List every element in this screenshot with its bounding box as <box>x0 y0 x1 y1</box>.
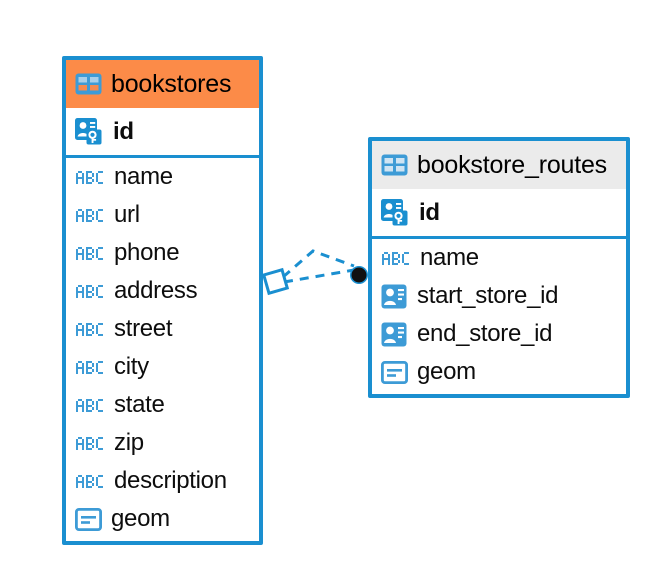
field-name-state: state <box>114 391 165 418</box>
foreign-key-icon <box>381 284 408 309</box>
circle-endpoint-marker-icon <box>350 266 368 284</box>
field-row[interactable]: geom <box>372 353 626 391</box>
field-list-bookstores: name url p <box>66 158 259 538</box>
foreign-key-icon <box>381 322 408 347</box>
abc-icon <box>75 392 105 418</box>
field-row[interactable]: phone <box>66 234 259 272</box>
primary-key-icon <box>75 118 104 145</box>
field-name-start-store-id: start_store_id <box>417 282 559 309</box>
field-name-phone: phone <box>114 239 180 266</box>
field-name-geom: geom <box>417 358 476 385</box>
field-name-zip: zip <box>114 429 144 456</box>
abc-icon <box>75 202 105 228</box>
diamond-marker-icon <box>261 267 290 296</box>
geometry-icon <box>75 507 102 531</box>
field-name-url: url <box>114 201 140 228</box>
abc-icon <box>75 468 105 494</box>
field-name-name: name <box>420 244 479 271</box>
field-row[interactable]: start_store_id <box>372 277 626 315</box>
field-row-primary-key[interactable]: id <box>66 108 259 155</box>
field-row[interactable]: zip <box>66 424 259 462</box>
field-name-city: city <box>114 353 149 380</box>
field-name-id: id <box>113 117 134 145</box>
abc-icon <box>75 316 105 342</box>
field-name-address: address <box>114 277 198 304</box>
relationship-line-start-store <box>283 268 355 284</box>
primary-key-divider <box>372 236 626 239</box>
abc-icon <box>75 354 105 380</box>
field-row[interactable]: name <box>372 239 626 277</box>
abc-icon <box>75 240 105 266</box>
field-name-geom: geom <box>111 505 170 532</box>
abc-icon <box>75 278 105 304</box>
entity-header-bookstores: bookstores <box>66 60 259 108</box>
table-icon <box>381 154 408 176</box>
field-name-description: description <box>114 467 227 494</box>
field-name-end-store-id: end_store_id <box>417 320 553 347</box>
field-name-street: street <box>114 315 173 342</box>
abc-icon <box>75 430 105 456</box>
field-row[interactable]: end_store_id <box>372 315 626 353</box>
field-row[interactable]: street <box>66 310 259 348</box>
entity-header-bookstore-routes: bookstore_routes <box>372 141 626 189</box>
primary-key-icon <box>381 199 410 226</box>
field-list-bookstore-routes: name start_store_id end_store_id geom <box>372 239 626 391</box>
geometry-icon <box>381 360 408 384</box>
field-row[interactable]: description <box>66 462 259 500</box>
field-row[interactable]: city <box>66 348 259 386</box>
field-row[interactable]: url <box>66 196 259 234</box>
field-name-name: name <box>114 163 173 190</box>
field-name-id: id <box>419 198 440 226</box>
entity-table-bookstores[interactable]: bookstores id <box>62 56 263 545</box>
primary-key-divider <box>66 155 259 158</box>
relationship-line-end-store <box>282 249 355 279</box>
field-row[interactable]: name <box>66 158 259 196</box>
entity-title-bookstores: bookstores <box>111 69 232 98</box>
entity-title-bookstore-routes: bookstore_routes <box>417 150 607 179</box>
field-row[interactable]: state <box>66 386 259 424</box>
entity-table-bookstore-routes[interactable]: bookstore_routes id <box>368 137 630 398</box>
table-icon <box>75 73 102 95</box>
field-row[interactable]: geom <box>66 500 259 538</box>
field-row[interactable]: address <box>66 272 259 310</box>
field-row-primary-key[interactable]: id <box>372 189 626 236</box>
abc-icon <box>75 164 105 190</box>
abc-icon <box>381 245 411 271</box>
